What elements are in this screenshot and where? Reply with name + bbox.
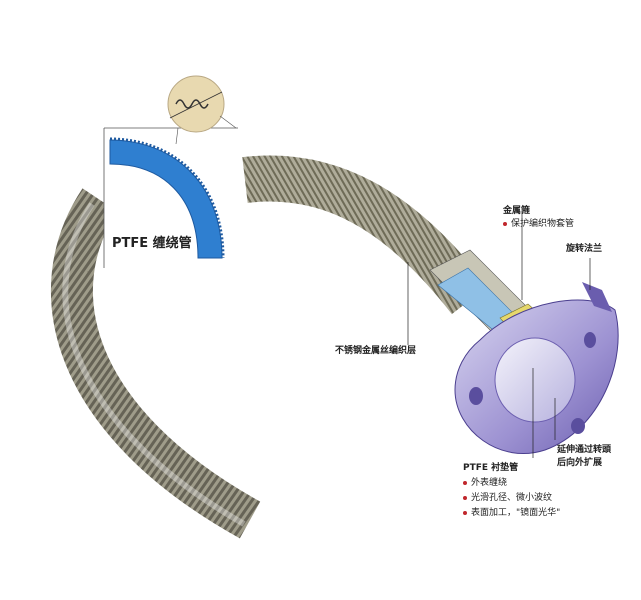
extend-label-line2: 后向外扩展 [557,458,603,468]
metal-ring-label: 金属箍 [503,206,531,216]
ptfe-liner-label: PTFE 衬垫管 [463,463,519,473]
flange-bolt-hole-2 [584,332,596,348]
left-hose-braid [50,188,261,539]
flange-rim [582,282,612,312]
metal-ring-bullet: 保护编织物套管 [503,218,574,230]
magnifier-guide-right [219,115,237,129]
magnifier-circle [167,75,225,133]
ptfe-corrugation [109,137,225,259]
ptfe-winding-label: PTFE 缠绕管 [112,236,192,251]
stainless-braid-label: 不锈钢金属丝编织层 [335,346,417,356]
magnifier-wave [175,99,209,109]
liner-bullet-text: 表面加工，"镜面光华" [471,508,561,518]
right-hose-shade [242,155,489,315]
bullet-dot [463,495,467,500]
magnifier-guide-left [175,127,179,145]
liner-bullet-2: 光滑孔径、微小波纹 [463,492,552,504]
liner-bullet-text: 光滑孔径、微小波纹 [471,493,553,503]
flange-bore [494,337,576,423]
liner-bullet-1: 外表缠绕 [463,477,507,489]
bullet-dot [463,480,467,485]
flange-bolt-hole-1 [469,387,483,405]
liner-bullet-3: 表面加工，"镜面光华" [463,507,560,519]
metal-ring-bullet-text: 保护编织物套管 [511,219,575,229]
bullet-dot [503,221,507,226]
magnifier-axis [169,91,223,119]
bullet-dot [463,510,467,515]
extend-label-line1: 延伸通过转頭 [557,445,612,455]
left-hose-highlight [62,202,246,527]
left-hose-shade [50,188,261,539]
liner-bullet-text: 外表缠绕 [471,478,508,488]
rotating-flange-label: 旋转法兰 [566,244,603,254]
flange-bolt-hole-3 [571,418,585,434]
